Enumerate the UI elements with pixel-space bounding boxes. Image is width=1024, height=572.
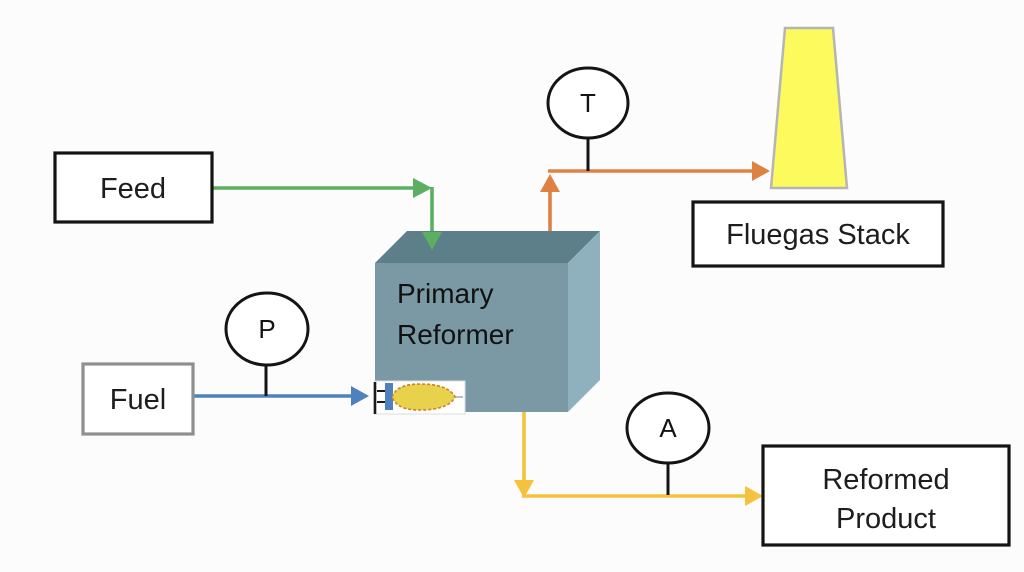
temperature-bubble <box>546 66 630 140</box>
reformer-label-line1: Primary <box>397 278 493 309</box>
reformer-side-face <box>568 231 600 412</box>
analyzer-bubble <box>625 391 711 465</box>
temperature-instrument: T <box>546 66 630 171</box>
fluegas-stack-shape <box>769 26 849 190</box>
product-corner-arrow-icon <box>514 480 534 498</box>
fuel-box <box>81 362 195 436</box>
fluegas-end-arrow-icon <box>752 161 770 181</box>
pressure-bubble <box>224 291 310 367</box>
product-end-arrow-icon <box>745 486 763 506</box>
fluegas-corner-arrow-icon <box>540 174 560 192</box>
pressure-instrument: P <box>224 291 310 396</box>
reformed-product-node: Reformed Product <box>761 444 1011 547</box>
feed-label: Feed <box>100 173 166 205</box>
burner <box>373 380 466 415</box>
burner-nozzle <box>385 383 393 410</box>
fuel-end-arrow-icon <box>351 386 369 406</box>
feed-corner-arrow-icon <box>413 178 432 198</box>
fluegas-stack-node: Fluegas Stack <box>691 200 945 268</box>
feed-node: Feed <box>53 151 214 224</box>
analyzer-label: A <box>659 413 677 443</box>
fluegas-stack-label: Fluegas Stack <box>726 219 910 251</box>
reformed-product-label-line1: Reformed <box>822 464 949 496</box>
feed-end-arrow-overlay-icon <box>422 232 442 250</box>
reformer-top-face <box>375 231 600 263</box>
product-stream <box>514 412 763 506</box>
fuel-stream <box>193 386 369 406</box>
reformed-product-label-line2: Product <box>836 503 936 535</box>
fuel-label: Fuel <box>110 384 166 416</box>
analyzer-instrument: A <box>625 391 711 495</box>
pressure-label: P <box>258 314 275 344</box>
fuel-node: Fuel <box>81 362 195 436</box>
flame-icon <box>391 383 456 411</box>
fluegas-stack-box <box>691 200 945 268</box>
reformer-label-line2: Reformer <box>397 319 514 350</box>
reformer-front-face <box>375 263 568 412</box>
temperature-label: T <box>580 88 596 118</box>
reformed-product-box <box>761 444 1011 547</box>
fluegas-stream <box>540 161 770 231</box>
feed-box <box>53 151 214 224</box>
